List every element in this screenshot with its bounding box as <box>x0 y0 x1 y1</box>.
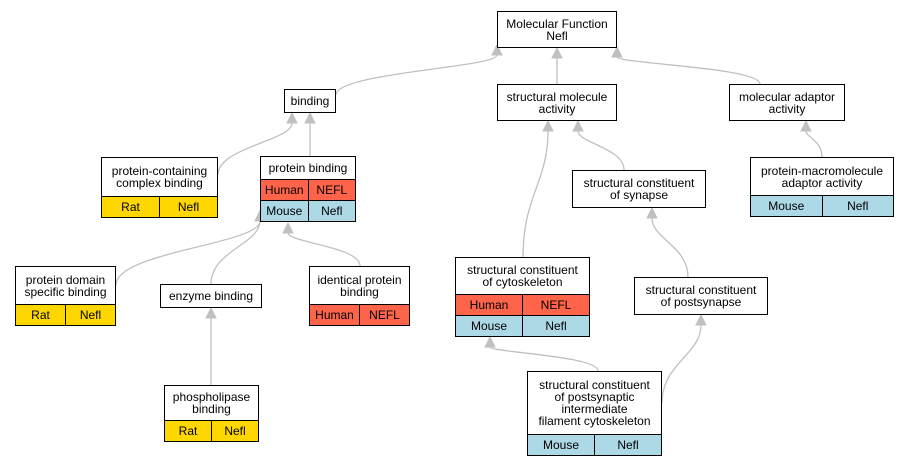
edge-maa-mf <box>616 56 761 85</box>
node-label: molecular adaptor activity <box>738 89 836 116</box>
arrowhead-pb-binding <box>304 111 316 124</box>
go-node-mf[interactable]: Molecular Function Nefl <box>497 11 617 48</box>
node-label: binding <box>290 94 330 108</box>
gene-cell: Nefl <box>307 201 355 221</box>
arrowhead-pmaa-maa <box>800 119 812 132</box>
edge-binding-mf <box>335 54 498 96</box>
edge-ipb-pb <box>287 232 361 267</box>
node-label: protein domain specific binding <box>24 272 107 299</box>
gene-cell: Nefl <box>594 435 661 455</box>
arrowhead-maa-mf <box>611 45 623 58</box>
node-label: structural constituent of postsynaptic i… <box>538 378 651 428</box>
node-label: protein-macromolecule adaptor activity <box>760 163 884 190</box>
arrowhead-scp-scs <box>646 206 658 219</box>
species-cell: Human <box>310 305 359 325</box>
arrowhead-plb-eb <box>205 306 217 319</box>
gene-cell: Nefl <box>821 196 893 216</box>
node-label: structural constituent of postsynapse <box>645 283 757 309</box>
node-label: identical protein binding <box>317 272 402 299</box>
edge-pdsb-pb <box>115 220 261 286</box>
arrowhead-scpif-scp <box>695 313 707 326</box>
edge-scpif-scp <box>661 324 702 404</box>
gene-cell: Nefl <box>159 197 217 217</box>
arrowhead-ipb-pb <box>282 221 294 234</box>
species-cell: Mouse <box>528 435 594 455</box>
species-cell: Mouse <box>261 201 308 221</box>
gene-cell: NEFL <box>359 305 409 325</box>
species-cell: Rat <box>102 197 159 217</box>
go-node-maa[interactable]: molecular adaptor activity <box>729 84 845 121</box>
gene-cell: NEFL <box>307 180 355 200</box>
edge-scc-sma <box>522 130 549 258</box>
go-node-scs[interactable]: structural constituent of synapse <box>572 170 706 208</box>
node-label: structural constituent of cytoskeleton <box>467 263 578 289</box>
arrowhead-binding-mf <box>491 43 503 56</box>
node-label: structural constituent of synapse <box>583 176 695 202</box>
edge-scpif-scc <box>489 346 599 372</box>
arrowhead-pcb-binding <box>286 111 298 124</box>
go-node-scp[interactable]: structural constituent of postsynapse <box>634 277 768 315</box>
go-node-sma[interactable]: structural molecule activity <box>497 84 617 121</box>
species-cell: Rat <box>16 305 65 325</box>
arrowhead-sma-mf <box>551 46 563 59</box>
node-label: protein-containing complex binding <box>111 164 208 190</box>
species-cell: Human <box>456 295 522 315</box>
gene-cell: NEFL <box>522 295 589 315</box>
edge-scp-scs <box>651 217 689 278</box>
arrowhead-scs-sma <box>572 119 584 132</box>
gene-cell: Nefl <box>65 305 115 325</box>
edge-scs-sma <box>577 130 625 171</box>
edge-eb-pb <box>210 220 261 285</box>
go-node-eb[interactable]: enzyme binding <box>160 284 262 308</box>
edge-pmaa-maa <box>805 130 823 158</box>
arrowhead-scc-sma <box>542 119 554 132</box>
node-label: enzyme binding <box>168 289 254 303</box>
node-label: structural molecule activity <box>506 89 608 116</box>
species-cell: Human <box>261 180 308 200</box>
species-cell: Rat <box>165 421 211 441</box>
species-cell: Mouse <box>456 316 522 336</box>
gene-cell: Nefl <box>522 316 589 336</box>
node-label: protein binding <box>268 161 348 175</box>
arrowhead-scpif-scc <box>484 335 496 348</box>
gene-cell: Nefl <box>211 421 258 441</box>
node-label: Molecular Function Nefl <box>506 16 608 43</box>
go-node-scpif[interactable]: structural constituent of postsynaptic i… <box>527 371 662 456</box>
species-cell: Mouse <box>751 196 822 216</box>
edge-pcb-binding <box>217 122 293 176</box>
go-node-binding[interactable]: binding <box>284 89 336 113</box>
node-label: phospholipase binding <box>172 390 251 416</box>
